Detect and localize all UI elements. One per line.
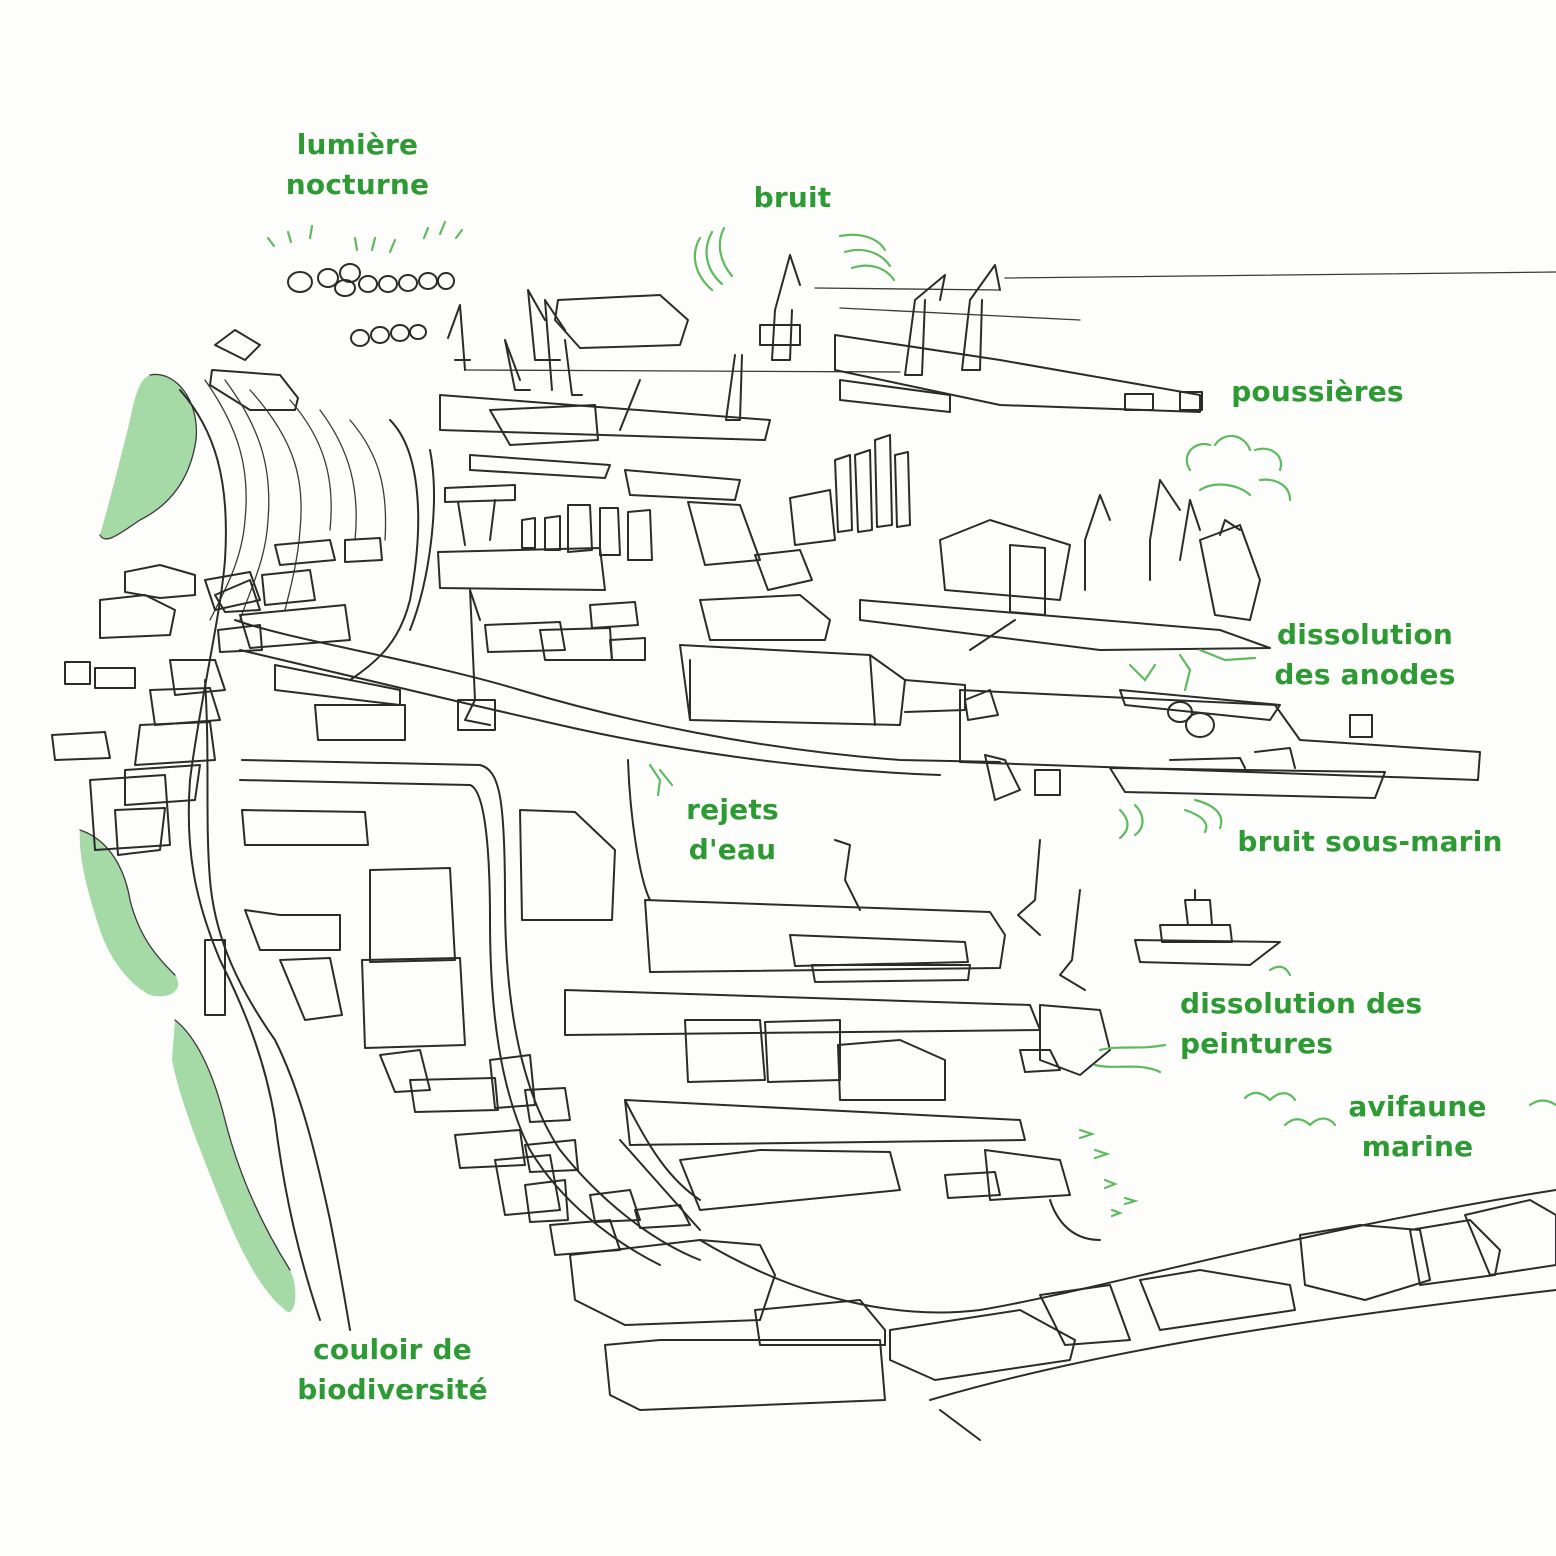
waterfront-quay: [619, 1139, 1556, 1441]
biodiversity-corridor-vegetation: [79, 373, 296, 1312]
paint-dissolution-arrows: [1093, 965, 1292, 1074]
label-poussieres: poussières: [1231, 375, 1404, 408]
bird-icon: [1243, 1091, 1556, 1127]
middle-crane: [457, 589, 496, 731]
underwater-noise-icon: [1118, 798, 1223, 840]
dust-cloud-icon: [1185, 434, 1292, 502]
crane-icon: [447, 254, 1001, 431]
light-rays-icon: [266, 220, 464, 254]
shoreline: [464, 271, 1556, 373]
label-dissolution-anodes: dissolution des anodes: [1274, 618, 1456, 691]
label-couloir-biodiversite: couloir de biodiversité: [297, 1333, 488, 1406]
central-industrial: [437, 434, 911, 661]
lower-yard: [519, 809, 1111, 1211]
housing-blocks: [204, 867, 579, 1223]
warehouses-top: [209, 294, 741, 501]
middle-dock: [959, 619, 1481, 801]
fuel-tanks: [287, 263, 455, 347]
central-hall: [679, 644, 966, 726]
label-lumiere-nocturne: lumière nocturne: [285, 128, 430, 201]
right-quay: [859, 479, 1271, 651]
upper-quay: [439, 334, 1203, 441]
harbour-wall: [624, 1099, 1101, 1241]
fish-icon: [1078, 1128, 1139, 1218]
label-bruit: bruit: [753, 181, 832, 214]
label-bruit-sous-marin: bruit sous-marin: [1237, 825, 1503, 858]
main-roads: [179, 389, 1001, 1331]
waterfront-buildings: [549, 1189, 1556, 1411]
ship-icon: [1134, 889, 1281, 966]
rail-tracks: [204, 379, 435, 681]
label-rejets-eau: rejets d'eau: [686, 793, 779, 866]
noise-waves-icon: [693, 226, 896, 292]
label-avifaune-marine: avifaune marine: [1348, 1090, 1487, 1163]
left-buildings: [51, 537, 406, 856]
dissolution-arrows: [648, 648, 1257, 797]
label-dissolution-peintures: dissolution des peintures: [1180, 987, 1423, 1060]
